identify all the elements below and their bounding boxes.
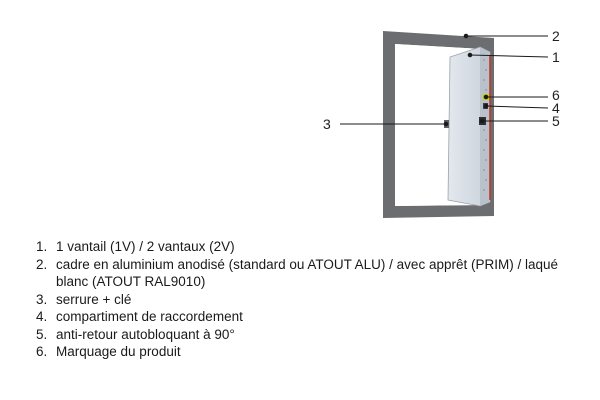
legend-number: 5.	[36, 326, 48, 342]
legend-text: compartiment de raccordement	[56, 309, 243, 324]
legend-number: 1.	[36, 239, 48, 254]
legend-item: 3. serrure + clé	[36, 291, 576, 309]
callout-1: 1	[552, 49, 560, 65]
legend-item: 6. Marquage du produit	[36, 343, 576, 361]
callout-2: 2	[552, 28, 560, 44]
legend-item: 2. cadre en aluminium anodisé (standard o…	[36, 256, 576, 291]
callout-5: 5	[552, 113, 560, 129]
legend-number: 6.	[36, 344, 48, 359]
callout-3: 3	[323, 116, 331, 132]
panel-edge-texture	[483, 59, 487, 191]
legend-text: anti-retour autobloquant à 90°	[56, 326, 235, 342]
callout-4: 4	[552, 100, 560, 116]
legend-number: 3.	[36, 291, 48, 307]
legend-text: serrure + clé	[56, 291, 132, 307]
legend-number: 2.	[36, 256, 48, 272]
legend-list: 1. 1 vantail (1V) / 2 vantaux (2V) 2. cadr…	[36, 238, 576, 361]
door-diagram: 2 1 3 6 4 5	[323, 28, 560, 218]
legend-item: 1. 1 vantail (1V) / 2 vantaux (2V)	[36, 238, 576, 256]
legend-text: Marquage du produit	[56, 344, 181, 359]
panel-edge	[480, 47, 490, 206]
legend-number: 4.	[36, 309, 48, 324]
legend-text: 1 vantail (1V) / 2 vantaux (2V)	[56, 239, 235, 254]
legend-item: 5. anti-retour autobloquant à 90°	[36, 326, 576, 344]
callout-6: 6	[552, 87, 560, 103]
legend-item: 4. compartiment de raccordement	[36, 308, 576, 326]
legend-text: cadre en aluminium anodisé (standard ou …	[56, 256, 558, 290]
leader-lines	[340, 33, 549, 127]
